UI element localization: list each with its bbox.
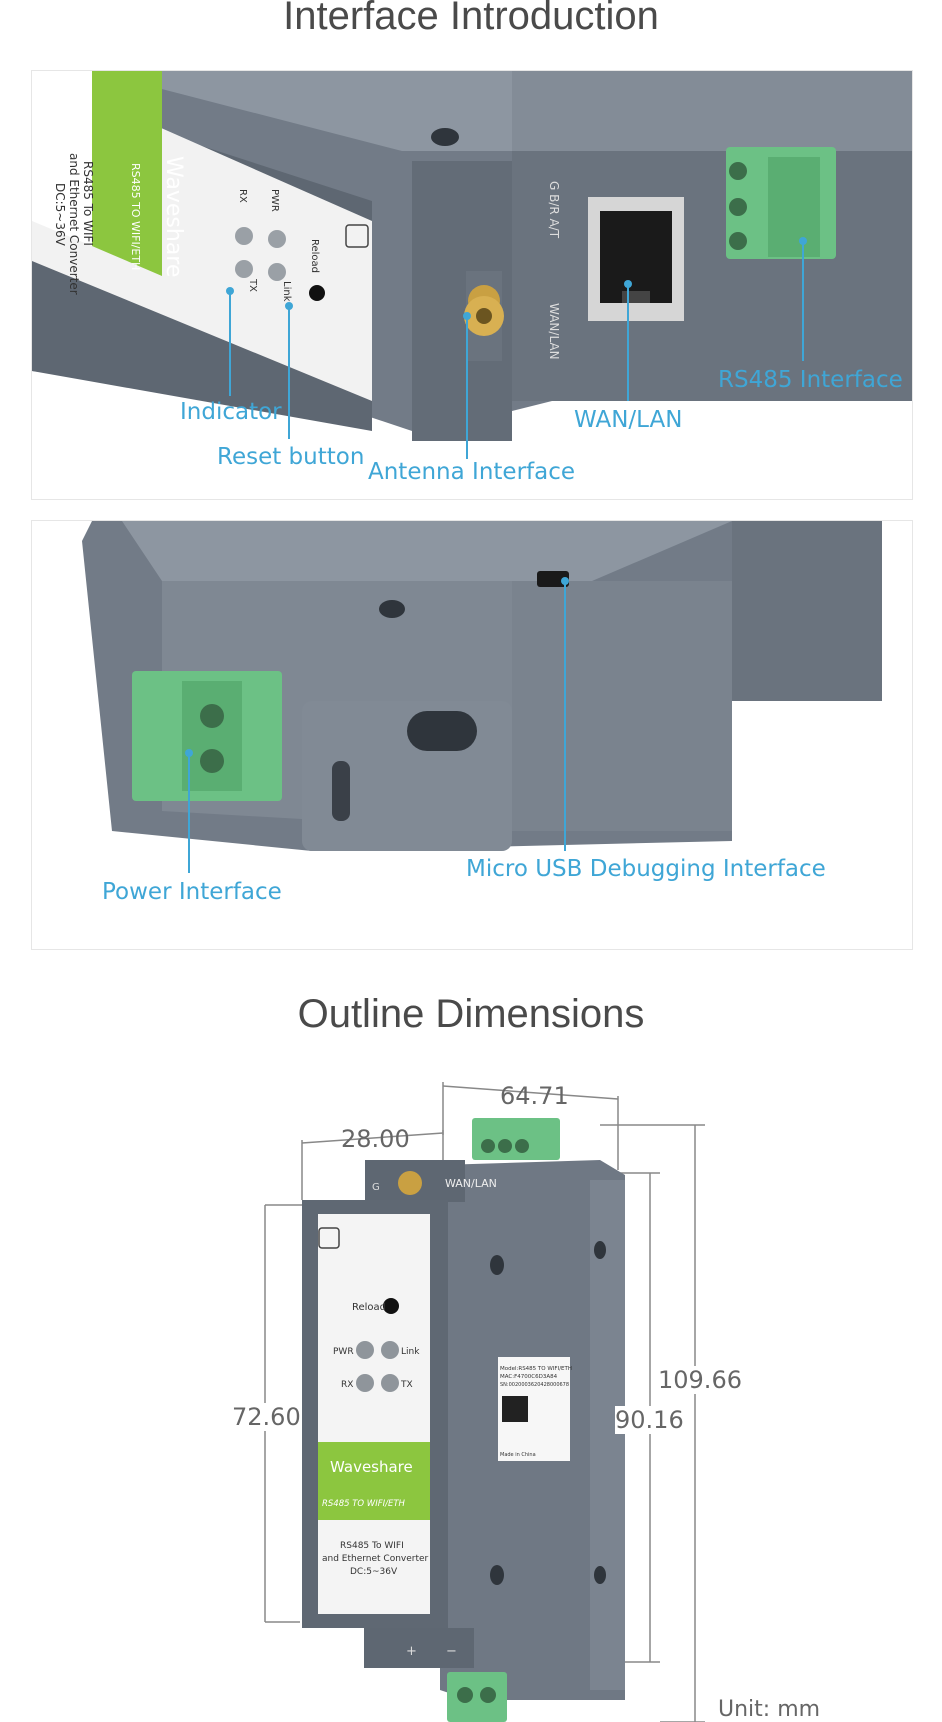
unit-label: Unit: mm xyxy=(718,1697,821,1722)
callout-wan-lan: WAN/LAN xyxy=(574,407,683,433)
reload-label: Reload xyxy=(309,239,320,273)
outline-plus-label: + xyxy=(406,1644,417,1659)
dim-top-width: 64.71 xyxy=(500,1082,569,1110)
dim-total-height: 109.66 xyxy=(658,1366,742,1394)
outline-wanlan-label: WAN/LAN xyxy=(445,1177,497,1190)
device-brand: Waveshare xyxy=(161,156,186,277)
outline-antenna-icon xyxy=(318,1227,340,1249)
outline-reload-label: Reload xyxy=(352,1302,386,1313)
callout-antenna-interface: Antenna Interface xyxy=(368,459,576,485)
sticker-mac: MAC:F4700C6D3A84 xyxy=(500,1374,558,1380)
callout-micro-usb: Micro USB Debugging Interface xyxy=(466,856,826,882)
callout-rs485-interface: RS485 Interface xyxy=(718,367,903,393)
sticker-made-in: Made in China xyxy=(500,1452,536,1458)
sticker-sn: SN:0020003620428000678 xyxy=(500,1382,569,1388)
interface-panel-top: Waveshare RS485 TO WIFI/ETH RS485 To WIF… xyxy=(31,70,913,500)
device-bottom-illustration xyxy=(82,521,882,873)
outline-minus-label: − xyxy=(446,1644,457,1659)
outline-g-label: G xyxy=(372,1182,380,1193)
dim-side-width: 28.00 xyxy=(341,1125,410,1153)
outline-pwr-label: PWR xyxy=(333,1347,354,1357)
rs485-pin-label: G B/R A/T xyxy=(547,181,561,239)
section-title-outline: Outline Dimensions xyxy=(297,992,645,1036)
device-desc1: RS485 To WIFI xyxy=(81,161,95,246)
sticker-model: Model:RS485 TO WIFI/ETH xyxy=(500,1366,572,1372)
outline-desc2: and Ethernet Converter xyxy=(322,1554,429,1564)
led-label-tx: TX xyxy=(247,278,258,292)
outline-desc1: RS485 To WIFI xyxy=(340,1541,404,1551)
outline-model: RS485 TO WIFI/ETH xyxy=(322,1499,406,1509)
callout-indicator: Indicator xyxy=(180,399,282,425)
section-title-interface: Interface Introduction xyxy=(283,0,659,38)
device-model: RS485 TO WIFI/ETH xyxy=(129,163,142,270)
wanlan-port-label: WAN/LAN xyxy=(547,303,561,360)
led-label-rx: RX xyxy=(237,189,248,203)
device-desc2: and Ethernet Converter xyxy=(67,153,81,295)
outline-tx-label: TX xyxy=(400,1380,413,1390)
outline-rx-label: RX xyxy=(341,1380,353,1390)
callout-reset-button: Reset button xyxy=(217,444,365,470)
dim-body-height: 90.16 xyxy=(615,1406,684,1434)
led-label-link: Link xyxy=(281,281,292,302)
device-desc3: DC:5~36V xyxy=(53,183,67,247)
antenna-icon xyxy=(345,224,369,248)
outline-desc3: DC:5~36V xyxy=(350,1567,398,1577)
dim-front-height: 72.60 xyxy=(232,1403,301,1431)
led-label-pwr: PWR xyxy=(269,189,280,212)
outline-link-label: Link xyxy=(401,1347,420,1357)
interface-panel-bottom: Power Interface Micro USB Debugging Inte… xyxy=(31,520,913,950)
callout-power-interface: Power Interface xyxy=(102,879,282,905)
device-top-illustration: Waveshare RS485 TO WIFI/ETH RS485 To WIF… xyxy=(32,71,912,459)
outline-brand: Waveshare xyxy=(330,1458,413,1476)
